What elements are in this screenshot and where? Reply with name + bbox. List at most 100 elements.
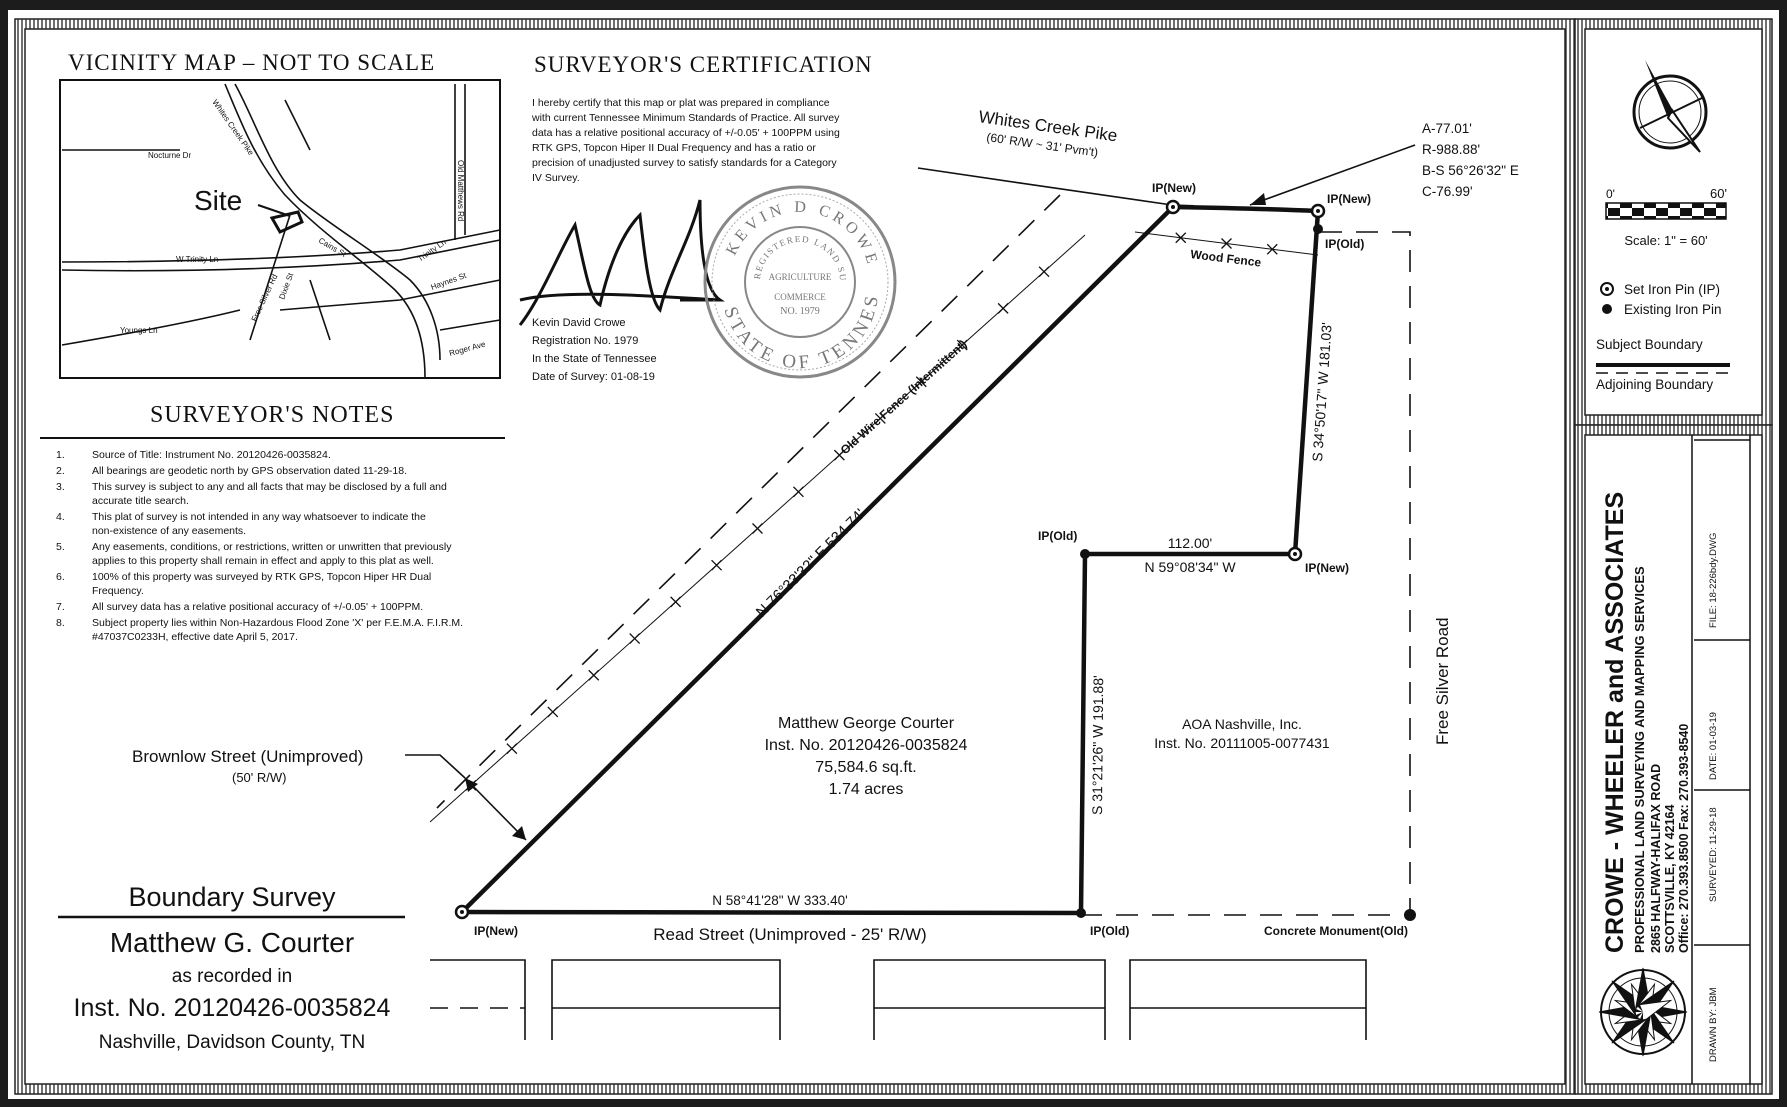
firm-address: 2865 HALFWAY-HALIFAX ROAD xyxy=(1649,764,1663,953)
subject-boundary xyxy=(460,204,1321,916)
notes-list: 1. Source of Title: Instrument No. 201204… xyxy=(56,449,463,643)
read-street-label: Read Street (Unimproved - 25' R/W) xyxy=(653,925,926,944)
lots-south xyxy=(430,959,1367,1040)
note-number: 1. xyxy=(56,449,65,461)
registration-number: Registration No. 1979 xyxy=(532,335,638,347)
curve-chord: C-76.99' xyxy=(1422,184,1473,199)
file-name: FILE: 18-226bdy.DWG xyxy=(1708,533,1719,628)
wood-fence-mark xyxy=(1221,238,1232,249)
seal-agriculture: AGRICULTURE xyxy=(769,272,832,282)
signature xyxy=(518,199,725,326)
certification-line: with current Tennessee Minimum Standards… xyxy=(531,112,840,124)
surveyed-date: SURVEYED: 11-29-18 xyxy=(1708,807,1719,902)
certification-title: SURVEYOR'S CERTIFICATION xyxy=(534,52,873,77)
subject-boundary-legend: Subject Boundary xyxy=(1596,337,1703,352)
north-arrow-icon xyxy=(1632,60,1708,153)
curve-data: A-77.01' R-988.88' B-S 56°26'32" E C-76.… xyxy=(1422,121,1519,199)
notes-title: SURVEYOR'S NOTES xyxy=(150,402,394,428)
monuments xyxy=(454,199,1416,921)
pin-label: IP(New) xyxy=(1152,181,1196,195)
existing-iron-pin-marker xyxy=(1076,908,1086,918)
note-text: applies to this property shall remain in… xyxy=(92,555,434,567)
brownlow-leader xyxy=(405,754,466,779)
note-text: This plat of survey is not intended in a… xyxy=(92,511,426,523)
wire-fence-mark xyxy=(792,486,804,498)
certification-text: I hereby certify that this map or plat w… xyxy=(531,97,840,184)
existing-iron-pin-marker xyxy=(1080,549,1090,559)
note-text: accurate title search. xyxy=(92,495,189,507)
wire-fence-mark xyxy=(956,339,968,351)
compass-rose-logo xyxy=(1598,967,1688,1057)
vicinity-roads xyxy=(61,83,501,379)
survey-date: Date of Survey: 01-08-19 xyxy=(532,371,655,383)
certification-line: IV Survey. xyxy=(532,172,580,184)
neighbor-block: AOA Nashville, Inc. Inst. No. 20111005-0… xyxy=(1154,716,1330,751)
existing-iron-pin-marker xyxy=(1313,224,1323,234)
pin-label: IP(Old) xyxy=(1090,924,1129,938)
owner-block: Matthew George Courter Inst. No. 2012042… xyxy=(765,715,968,798)
location: Nashville, Davidson County, TN xyxy=(99,1032,365,1053)
curve-leader xyxy=(1249,144,1416,206)
certification-line: I hereby certify that this map or plat w… xyxy=(532,97,830,109)
firm-city: SCOTTSVILLE, KY 42164 xyxy=(1663,805,1677,953)
curve-leader-arrow xyxy=(1250,193,1266,205)
brownlow-dimension xyxy=(464,777,527,841)
hatched-border xyxy=(14,18,1773,1095)
note-number: 2. xyxy=(56,465,65,477)
note-text: Subject property lies within Non-Hazardo… xyxy=(92,617,463,629)
adjoining-boundary-legend: Adjoining Boundary xyxy=(1596,377,1713,392)
certification-line: precision of unadjusted survey to satisf… xyxy=(532,157,837,169)
vicinity-site-label: Site xyxy=(194,185,242,216)
seal-number: NO. 1979 xyxy=(780,306,819,317)
existing-pin-symbol xyxy=(1602,304,1612,314)
brownlow-street-label: Brownlow Street (Unimproved) xyxy=(132,747,363,766)
certification-signer-block: Kevin David Crowe Registration No. 1979 … xyxy=(532,317,657,383)
note-text: non-existence of any easements. xyxy=(92,525,246,537)
survey-type: Boundary Survey xyxy=(128,882,336,912)
note-text: This survey is subject to any and all fa… xyxy=(92,481,447,493)
firm-services: PROFESSIONAL LAND SURVEYING AND MAPPING … xyxy=(1632,566,1647,953)
adjoining-boundary xyxy=(469,194,1411,916)
pin-label: IP(New) xyxy=(1327,192,1371,206)
wire-fence-mark xyxy=(711,559,723,571)
wire-fence-mark xyxy=(833,449,845,461)
jog-bearing: N 59°08'34" W xyxy=(1144,559,1236,575)
neighbor-instrument: Inst. No. 20111005-0077431 xyxy=(1154,735,1330,751)
recorded-line: as recorded in xyxy=(172,966,292,987)
note-text: Source of Title: Instrument No. 20120426… xyxy=(92,449,331,461)
street-label: Nocturne Dr xyxy=(148,151,191,160)
scale-ratio: Scale: 1" = 60' xyxy=(1624,233,1707,248)
note-text: All survey data has a relative positiona… xyxy=(92,601,423,613)
adjoining-extension xyxy=(436,774,471,809)
old-wire-fence xyxy=(429,234,1086,823)
note-number: 3. xyxy=(56,481,65,493)
certification-line: data has a relative positional accuracy … xyxy=(532,127,840,139)
existing-pin-legend: Existing Iron Pin xyxy=(1624,302,1722,317)
scale-bar xyxy=(1605,202,1727,220)
jog-distance: 112.00' xyxy=(1168,535,1212,551)
note-text: Frequency. xyxy=(92,585,144,597)
pin-label: IP(Old) xyxy=(1325,237,1364,251)
note-text: 100% of this property was surveyed by RT… xyxy=(92,571,431,583)
firm-block: CROWE - WHEELER and ASSOCIATES PROFESSIO… xyxy=(1601,435,1751,1084)
wood-fence-mark xyxy=(1266,243,1278,255)
owner-area-sqft: 75,584.6 sq.ft. xyxy=(815,759,916,776)
wire-fence-mark xyxy=(997,302,1009,314)
scale-end: 60' xyxy=(1710,186,1727,201)
brownlow-row-width: (50' R/W) xyxy=(232,770,286,785)
wire-fence-mark xyxy=(547,706,559,718)
pike-row-line xyxy=(917,167,1173,206)
drawn-by: DRAWN BY: JBM xyxy=(1708,987,1719,1062)
client-name: Matthew G. Courter xyxy=(110,927,354,958)
owner-area-acres: 1.74 acres xyxy=(829,781,904,798)
street-label: Youngs Ln xyxy=(120,326,158,335)
note-text: Any easements, conditions, or restrictio… xyxy=(92,541,452,553)
wire-fence-mark xyxy=(629,633,641,645)
wire-fence-mark xyxy=(670,596,682,608)
note-number: 8. xyxy=(56,617,65,629)
title-block: Boundary Survey Matthew G. Courter as re… xyxy=(58,882,405,1053)
wire-fence-mark xyxy=(1038,266,1050,278)
south-line-bearing: N 58°41'28" W 333.40' xyxy=(712,893,847,908)
plat-date: DATE: 01-03-19 xyxy=(1708,712,1719,780)
wood-fence-mark xyxy=(1175,232,1187,244)
